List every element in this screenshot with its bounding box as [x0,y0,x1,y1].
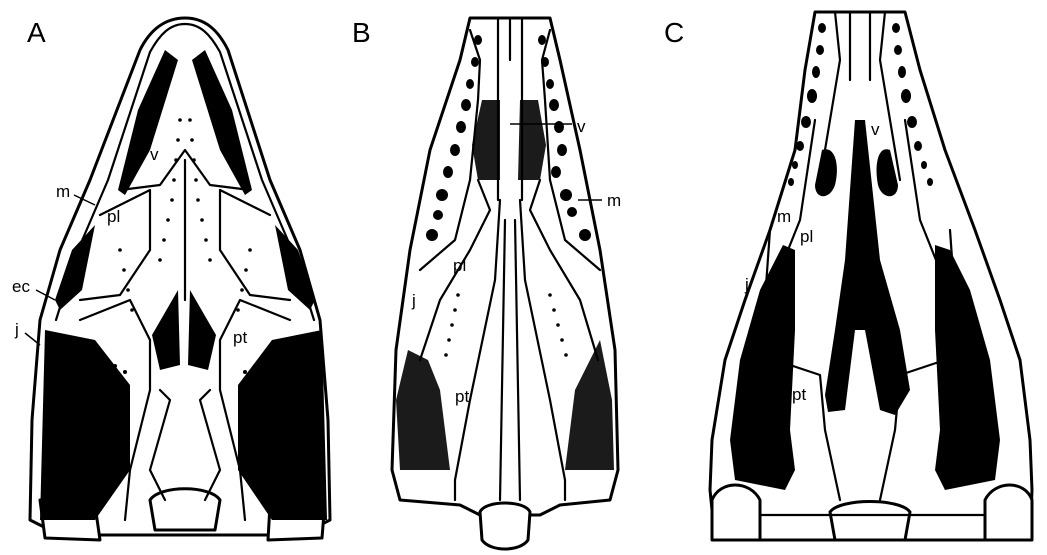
panel-c-label-j: j [744,275,749,294]
panel-a-label-j: j [14,320,19,339]
panel-c-occipital-condyle [830,502,910,541]
panel-a-occipital-condyle [150,489,220,530]
panel-b-label-pt: pt [455,387,469,406]
panel-a-letter: A [27,17,46,48]
panel-b-label-v: v [577,117,586,136]
panel-b-letter: B [352,17,371,48]
panel-b-occipital-condyle [480,503,530,549]
panel-a-label-pl: pl [107,207,120,226]
panel-c-quadrate-right [985,485,1032,540]
panel-c-label-m: m [777,207,791,226]
panel-a-label-m: m [56,182,70,201]
panel-b: B v m pl [352,17,621,549]
panel-a: A [12,17,330,540]
panel-c: C v m pl j pt [664,12,1032,540]
panel-a-label-v: v [150,145,159,164]
panel-b-label-j: j [411,291,416,310]
panel-c-quadrate-left [712,485,760,540]
panel-b-label-m: m [607,191,621,210]
panel-a-label-ec: ec [12,277,30,296]
panel-c-label-pl: pl [800,227,813,246]
panel-c-letter: C [664,17,684,48]
panel-c-label-v: v [871,120,880,139]
panel-c-label-pt: pt [792,385,806,404]
panel-b-label-pl: pl [453,256,466,275]
panel-a-label-pt: pt [233,328,247,347]
